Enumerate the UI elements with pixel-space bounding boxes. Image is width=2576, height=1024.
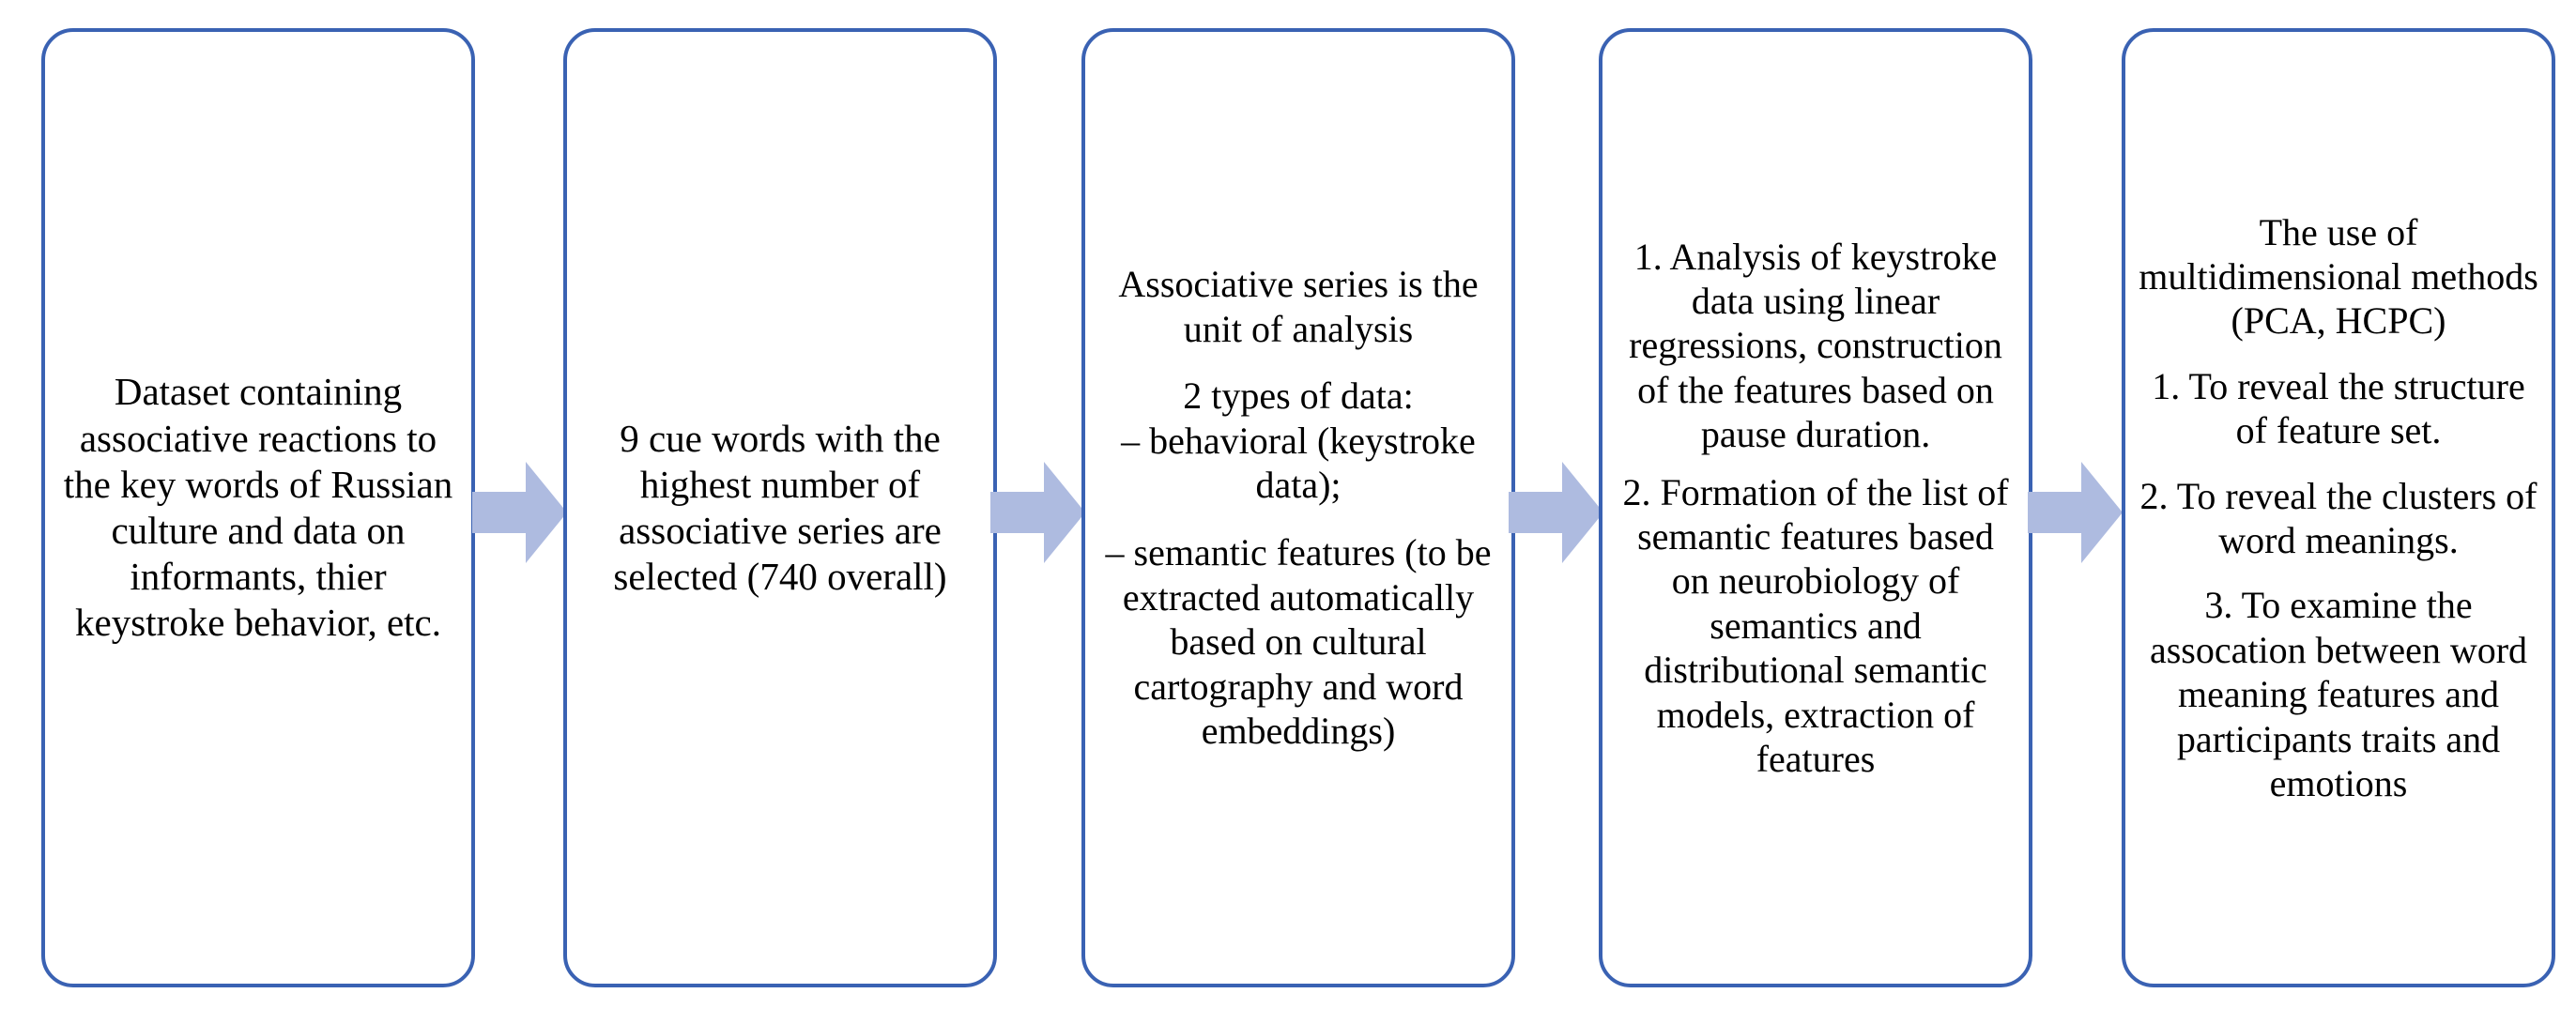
arrow-right-icon: [990, 460, 1086, 565]
flow-step-dataset[interactable]: Dataset containing associative reactions…: [41, 28, 475, 987]
step-text: Dataset containing associative reactions…: [63, 370, 453, 645]
arrow-right-icon: [472, 460, 568, 565]
step-text: 2. Formation of the list of semantic fea…: [1622, 470, 2009, 780]
step-text: 1. Analysis of keystroke data using line…: [1629, 235, 2002, 456]
arrow-right-icon: [1509, 460, 1604, 565]
flow-step-cue-word-selection[interactable]: 9 cue words with the highest number of a…: [563, 28, 997, 987]
step-text: Associative series is the unit of analys…: [1118, 263, 1479, 350]
step-text: 3. To examine the assocation between wor…: [2149, 584, 2528, 804]
flow-step-analysis-and-feature-formation[interactable]: 1. Analysis of keystroke data using line…: [1599, 28, 2032, 987]
flow-step-unit-of-analysis[interactable]: Associative series is the unit of analys…: [1081, 28, 1515, 987]
step-text: – semantic features (to be extracted aut…: [1105, 531, 1492, 753]
step-text: 2. To reveal the clusters of word meanin…: [2139, 474, 2538, 561]
step-text: 9 cue words with the highest number of a…: [613, 416, 947, 599]
step-text: The use of multidimensional methods (PCA…: [2139, 210, 2538, 343]
step-text: 1. To reveal the structure of feature se…: [2152, 364, 2525, 452]
arrow-right-icon: [2028, 460, 2124, 565]
step-text: 2 types of data: – behavioral (keystroke…: [1121, 374, 1476, 507]
flow-step-multidimensional-methods[interactable]: The use of multidimensional methods (PCA…: [2122, 28, 2555, 987]
